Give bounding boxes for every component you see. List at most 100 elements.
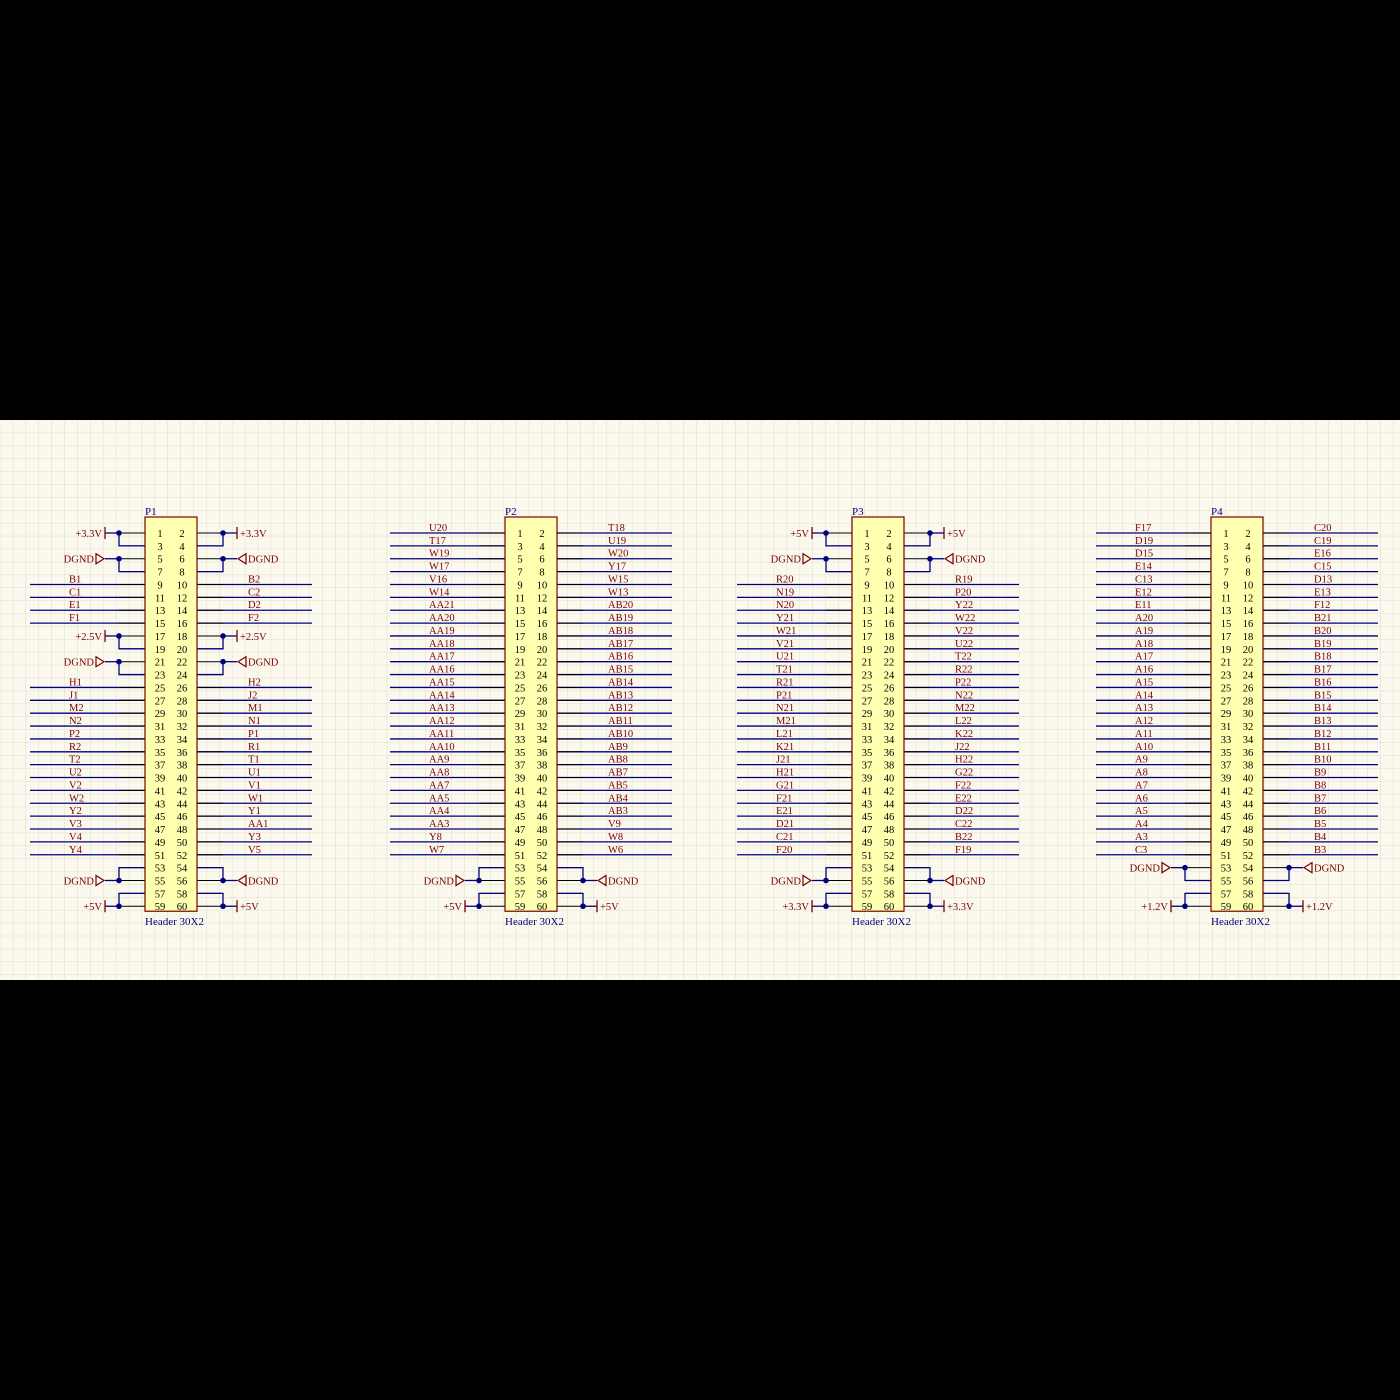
pin-number: 28 [1243, 696, 1254, 707]
pin-number: 52 [1243, 851, 1254, 862]
pin-number: 12 [1243, 593, 1254, 604]
pin-number: 4 [179, 542, 185, 553]
pin-number: 29 [862, 709, 873, 720]
net-label: V9 [608, 819, 621, 830]
net-label: A6 [1135, 793, 1148, 804]
component-comment: Header 30X2 [145, 916, 204, 928]
pin-number: 46 [1243, 812, 1254, 823]
pin-number: 53 [862, 864, 873, 875]
net-label: A14 [1135, 690, 1154, 701]
pin-number: 21 [155, 658, 166, 669]
net-label: M21 [776, 716, 796, 727]
pin-number: 39 [862, 774, 873, 785]
pin-number: 6 [179, 555, 184, 566]
junction-dot [823, 903, 829, 910]
bridge-wire [118, 533, 145, 547]
net-label: U1 [248, 768, 261, 779]
pin-number: 14 [1243, 606, 1254, 617]
net-label: B4 [1314, 832, 1327, 843]
ground-port-symbol [943, 874, 954, 887]
pin-number: 33 [155, 735, 166, 746]
pin-number: 23 [155, 671, 166, 682]
pin-number: 56 [1243, 876, 1254, 887]
net-label: AB17 [608, 639, 633, 650]
junction-dot [116, 903, 122, 910]
power-port-label: +5V [443, 902, 462, 913]
pin-number: 49 [1221, 838, 1232, 849]
ground-port-label: DGND [248, 658, 279, 669]
pin-number: 44 [177, 799, 188, 810]
ground-port-symbol [1302, 861, 1313, 874]
net-label: T17 [429, 536, 446, 547]
component-comment: Header 30X2 [505, 916, 564, 928]
pin-number: 34 [1243, 735, 1254, 746]
pin-number: 22 [177, 658, 188, 669]
net-label: A3 [1135, 832, 1148, 843]
net-label: B8 [1314, 780, 1326, 791]
pin-number: 16 [177, 619, 188, 630]
net-label: C2 [248, 587, 260, 598]
net-label: B5 [1314, 819, 1326, 830]
pin-number: 23 [515, 671, 526, 682]
net-label: U20 [429, 523, 447, 534]
net-label: AA4 [429, 806, 450, 817]
pin-number: 24 [177, 671, 188, 682]
ground-port-label: DGND [771, 555, 802, 566]
pin-number: 29 [1221, 709, 1232, 720]
net-label: B10 [1314, 755, 1332, 766]
pin-number: 15 [1221, 619, 1232, 630]
net-label: E16 [1314, 549, 1331, 560]
net-label: A18 [1135, 639, 1153, 650]
net-label: E12 [1135, 587, 1152, 598]
pin-number: 47 [1221, 825, 1232, 836]
pin-number: 9 [157, 580, 162, 591]
net-label: AA7 [429, 780, 449, 791]
pin-number: 16 [884, 619, 895, 630]
pin-number: 29 [515, 709, 526, 720]
net-label: W22 [955, 613, 975, 624]
pin-number: 9 [517, 580, 522, 591]
net-label: A20 [1135, 613, 1153, 624]
pin-number: 45 [155, 812, 166, 823]
net-label: D2 [248, 600, 261, 611]
pin-number: 36 [177, 748, 188, 759]
net-label: AB19 [608, 613, 633, 624]
pin-number: 57 [862, 889, 873, 900]
net-label: E22 [955, 793, 972, 804]
pin-number: 36 [537, 748, 548, 759]
bridge-wire [118, 635, 145, 650]
bridge-wire [118, 661, 145, 676]
net-label: A8 [1135, 768, 1148, 779]
net-label: A13 [1135, 703, 1153, 714]
net-label: AB4 [608, 793, 629, 804]
junction-dot [220, 877, 226, 884]
pin-number: 52 [884, 851, 895, 862]
pin-number: 15 [515, 619, 526, 630]
net-label: V2 [69, 780, 82, 791]
net-label: AA3 [429, 819, 449, 830]
net-label: AB18 [608, 626, 633, 637]
ground-port-symbol [236, 655, 247, 668]
pin-number: 59 [515, 902, 526, 913]
net-label: P2 [69, 729, 80, 740]
power-port-label: +5V [600, 902, 619, 913]
pin-number: 56 [537, 876, 548, 887]
pin-number: 51 [1221, 851, 1232, 862]
pin-number: 27 [862, 696, 873, 707]
power-port-label: +5V [790, 529, 809, 540]
pin-number: 32 [884, 722, 895, 733]
pin-number: 18 [177, 632, 188, 643]
ground-port-symbol [236, 552, 247, 565]
pin-number: 53 [515, 864, 526, 875]
net-label: C22 [955, 819, 973, 830]
pin-number: 1 [864, 529, 869, 540]
pin-number: 17 [862, 632, 873, 643]
pin-number: 28 [177, 696, 188, 707]
bridge-wire [825, 533, 852, 547]
pin-number: 21 [1221, 658, 1232, 669]
ground-port-label: DGND [64, 658, 95, 669]
pin-number: 37 [1221, 761, 1232, 772]
pin-number: 25 [515, 683, 526, 694]
net-label: C20 [1314, 523, 1332, 534]
